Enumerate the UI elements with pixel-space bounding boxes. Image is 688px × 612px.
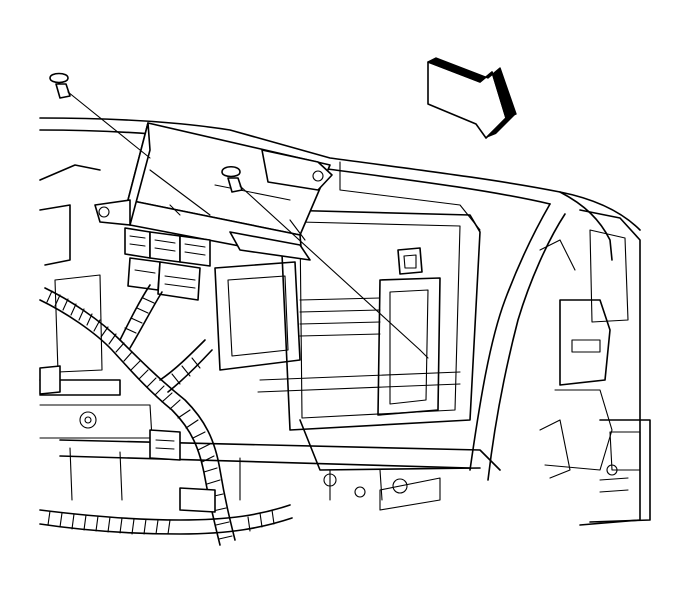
instrument-panel-carrier	[39, 117, 641, 511]
wiring-harness	[39, 284, 293, 546]
module-bolt-lower	[221, 165, 429, 359]
module-bolt-upper	[49, 72, 151, 159]
direction-arrow	[427, 57, 517, 139]
right-side-panel	[539, 209, 651, 526]
module-bracket	[94, 122, 333, 301]
